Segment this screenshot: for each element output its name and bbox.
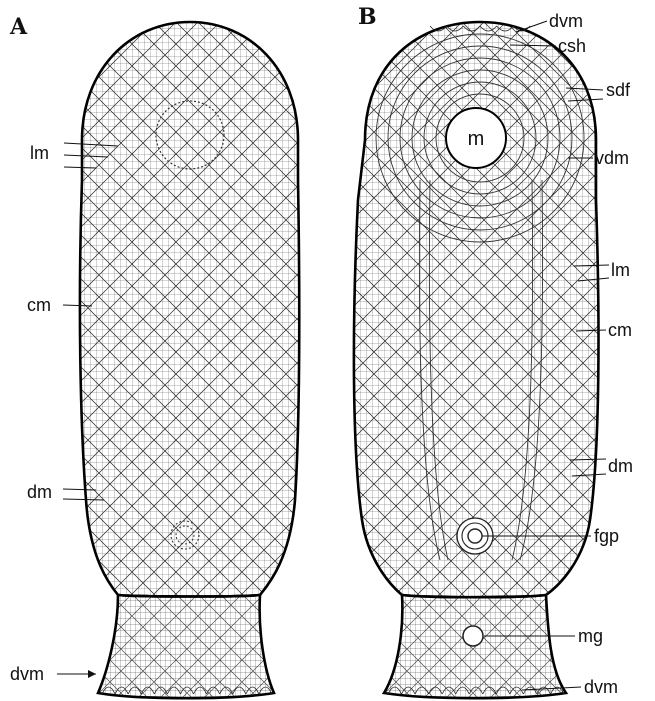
label-vdm: vdm — [595, 148, 629, 168]
label-cm-a: cm — [27, 295, 51, 315]
label-dvm-bottom-b: dvm — [584, 677, 618, 697]
label-m: m — [468, 128, 485, 150]
mg-opening — [463, 626, 483, 646]
label-sdf: sdf — [606, 80, 631, 100]
panel-a: A lm cm dm dvm — [9, 14, 310, 700]
label-cm-b: cm — [608, 320, 632, 340]
label-dvm-a: dvm — [10, 664, 44, 684]
label-csh: csh — [558, 36, 586, 56]
panel-a-letter: A — [9, 14, 28, 40]
label-fgp: fgp — [594, 526, 619, 546]
label-lm-b: lm — [611, 260, 630, 280]
panel-b-letter: B — [358, 4, 377, 30]
label-lm-a: lm — [30, 143, 49, 163]
label-dm-b: dm — [608, 456, 633, 476]
label-mg: mg — [578, 626, 603, 646]
panel-b: B — [350, 4, 633, 700]
label-dm-a: dm — [27, 482, 52, 502]
label-dvm-top-b: dvm — [549, 11, 583, 31]
